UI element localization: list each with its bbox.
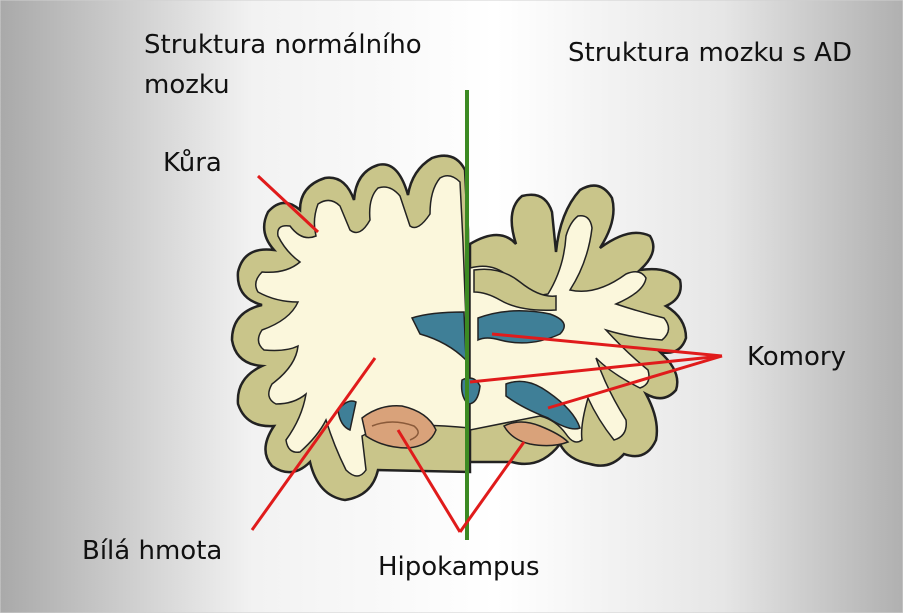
label-hipokampus: Hipokampus xyxy=(378,550,540,584)
title-normal-line2: mozku xyxy=(144,68,230,102)
label-komory: Komory xyxy=(747,340,846,374)
label-bila-hmota: Bílá hmota xyxy=(82,534,222,568)
title-ad: Struktura mozku s AD xyxy=(568,36,852,70)
label-kura: Kůra xyxy=(163,146,222,180)
title-normal-line1: Struktura normálního xyxy=(144,28,422,62)
